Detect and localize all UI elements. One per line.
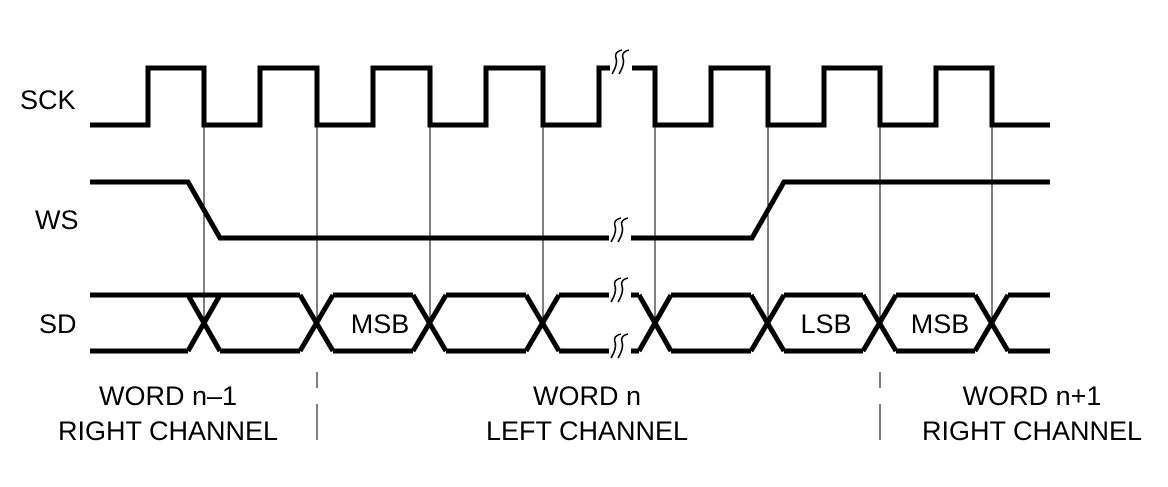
word-prev-line2: RIGHT CHANNEL [58,416,278,446]
break-marker-sd-lower [609,333,631,360]
bit-label-msb-next: MSB [911,309,970,339]
signal-label-sd: SD [39,309,77,339]
bit-label-msb: MSB [351,309,410,339]
signal-label-ws: WS [35,205,79,235]
word-current-line1: WORD n [533,381,641,411]
break-marker-sck [610,49,632,76]
word-current-line2: LEFT CHANNEL [486,416,688,446]
break-marker-ws [609,217,631,244]
bit-label-lsb: LSB [800,309,851,339]
break-marker-sd-upper [609,277,631,304]
ws-waveform [90,179,1050,241]
clock-edge-guides [203,125,993,322]
word-boundaries [316,372,881,440]
sd-crossovers [185,293,1011,353]
word-next-line2: RIGHT CHANNEL [922,416,1142,446]
sck-waveform [90,65,1050,128]
time-break-markers [609,49,632,360]
word-next-line1: WORD n+1 [963,381,1102,411]
word-prev-line1: WORD n–1 [99,381,237,411]
signal-label-sck: SCK [20,85,76,115]
